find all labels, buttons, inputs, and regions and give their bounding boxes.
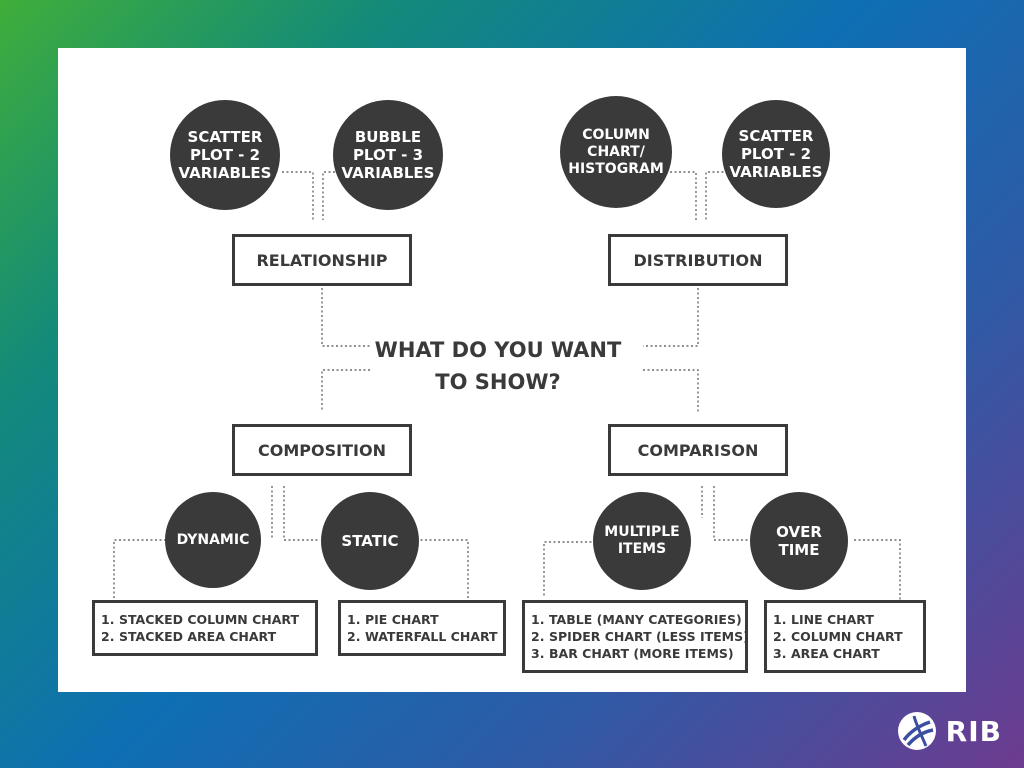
connector-comparison-overtime (713, 486, 750, 541)
dotted-connectors (113, 171, 901, 600)
center-question-text: WHAT DO YOU WANT TO SHOW? (374, 338, 622, 394)
circle-multiple-items: MULTIPLE ITEMS (593, 492, 691, 590)
circle-static: STATIC (321, 492, 419, 590)
connector-static-list (416, 539, 469, 598)
list-item: 2.SPIDER CHART (LESS ITEMS) (531, 629, 748, 644)
list-over-time: 1.LINE CHART 2.COLUMN CHART 3.AREA CHART (764, 600, 926, 673)
list-item: 2.STACKED AREA CHART (101, 629, 277, 644)
list-multiple-items: 1.TABLE (MANY CATEGORIES) 2.SPIDER CHART… (522, 600, 748, 673)
connector-multiple-list (543, 541, 596, 598)
connector-relationship-center (321, 288, 370, 347)
brand-name: RIB (945, 714, 1002, 748)
diagram-card: WHAT DO YOU WANT TO SHOW? SCATTER PLOT -… (58, 48, 966, 692)
category-relationship: RELATIONSHIP (232, 234, 412, 286)
connector-scatter-left (282, 171, 314, 220)
circle-column-histogram: COLUMN CHART/ HISTOGRAM (560, 96, 672, 208)
connector-overtime-list (854, 539, 901, 600)
circle-scatter-plot-left: SCATTER PLOT - 2 VARIABLES (170, 100, 280, 210)
connector-column-histogram (670, 171, 697, 220)
list-item: 3.AREA CHART (773, 646, 880, 661)
connector-dynamic-list (113, 539, 166, 598)
rib-logo-icon (897, 712, 936, 750)
list-static: 1.PIE CHART 2.WATERFALL CHART (338, 600, 506, 656)
connector-scatter-right (705, 171, 728, 220)
list-item: 3.BAR CHART (MORE ITEMS) (531, 646, 734, 661)
list-item: 1.PIE CHART (347, 612, 439, 627)
category-distribution: DISTRIBUTION (608, 234, 788, 286)
list-item: 1.STACKED COLUMN CHART (101, 612, 299, 627)
list-item: 2.WATERFALL CHART (347, 629, 498, 644)
center-question: WHAT DO YOU WANT TO SHOW? (348, 334, 648, 398)
category-comparison: COMPARISON (608, 424, 788, 476)
circle-bubble-plot: BUBBLE PLOT - 3 VARIABLES (333, 100, 443, 210)
connector-composition-static (283, 486, 320, 541)
list-item: 1.LINE CHART (773, 612, 874, 627)
circle-scatter-plot-right: SCATTER PLOT - 2 VARIABLES (722, 100, 830, 208)
circle-over-time: OVER TIME (750, 492, 848, 590)
connector-center-comparison (643, 369, 699, 414)
list-dynamic: 1.STACKED COLUMN CHART 2.STACKED AREA CH… (92, 600, 318, 656)
circle-dynamic: DYNAMIC (165, 492, 261, 588)
brand-logo: RIB (896, 710, 1002, 752)
list-item: 1.TABLE (MANY CATEGORIES) (531, 612, 742, 627)
connector-distribution-center (643, 288, 699, 347)
category-composition: COMPOSITION (232, 424, 412, 476)
list-item: 2.COLUMN CHART (773, 629, 903, 644)
